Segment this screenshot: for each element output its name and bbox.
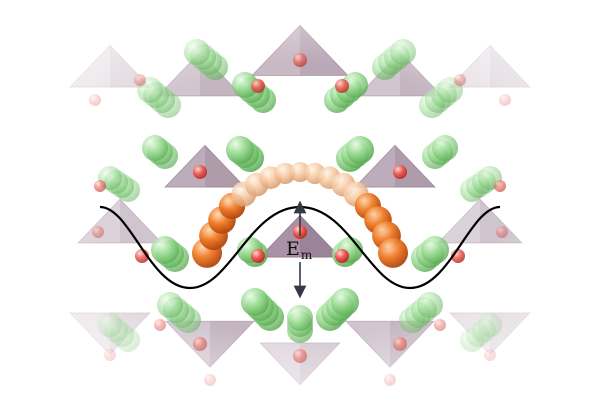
- energy-symbol: E: [286, 238, 300, 260]
- energy-subscript: m: [300, 248, 313, 262]
- migration-energy-label: Em: [286, 234, 326, 264]
